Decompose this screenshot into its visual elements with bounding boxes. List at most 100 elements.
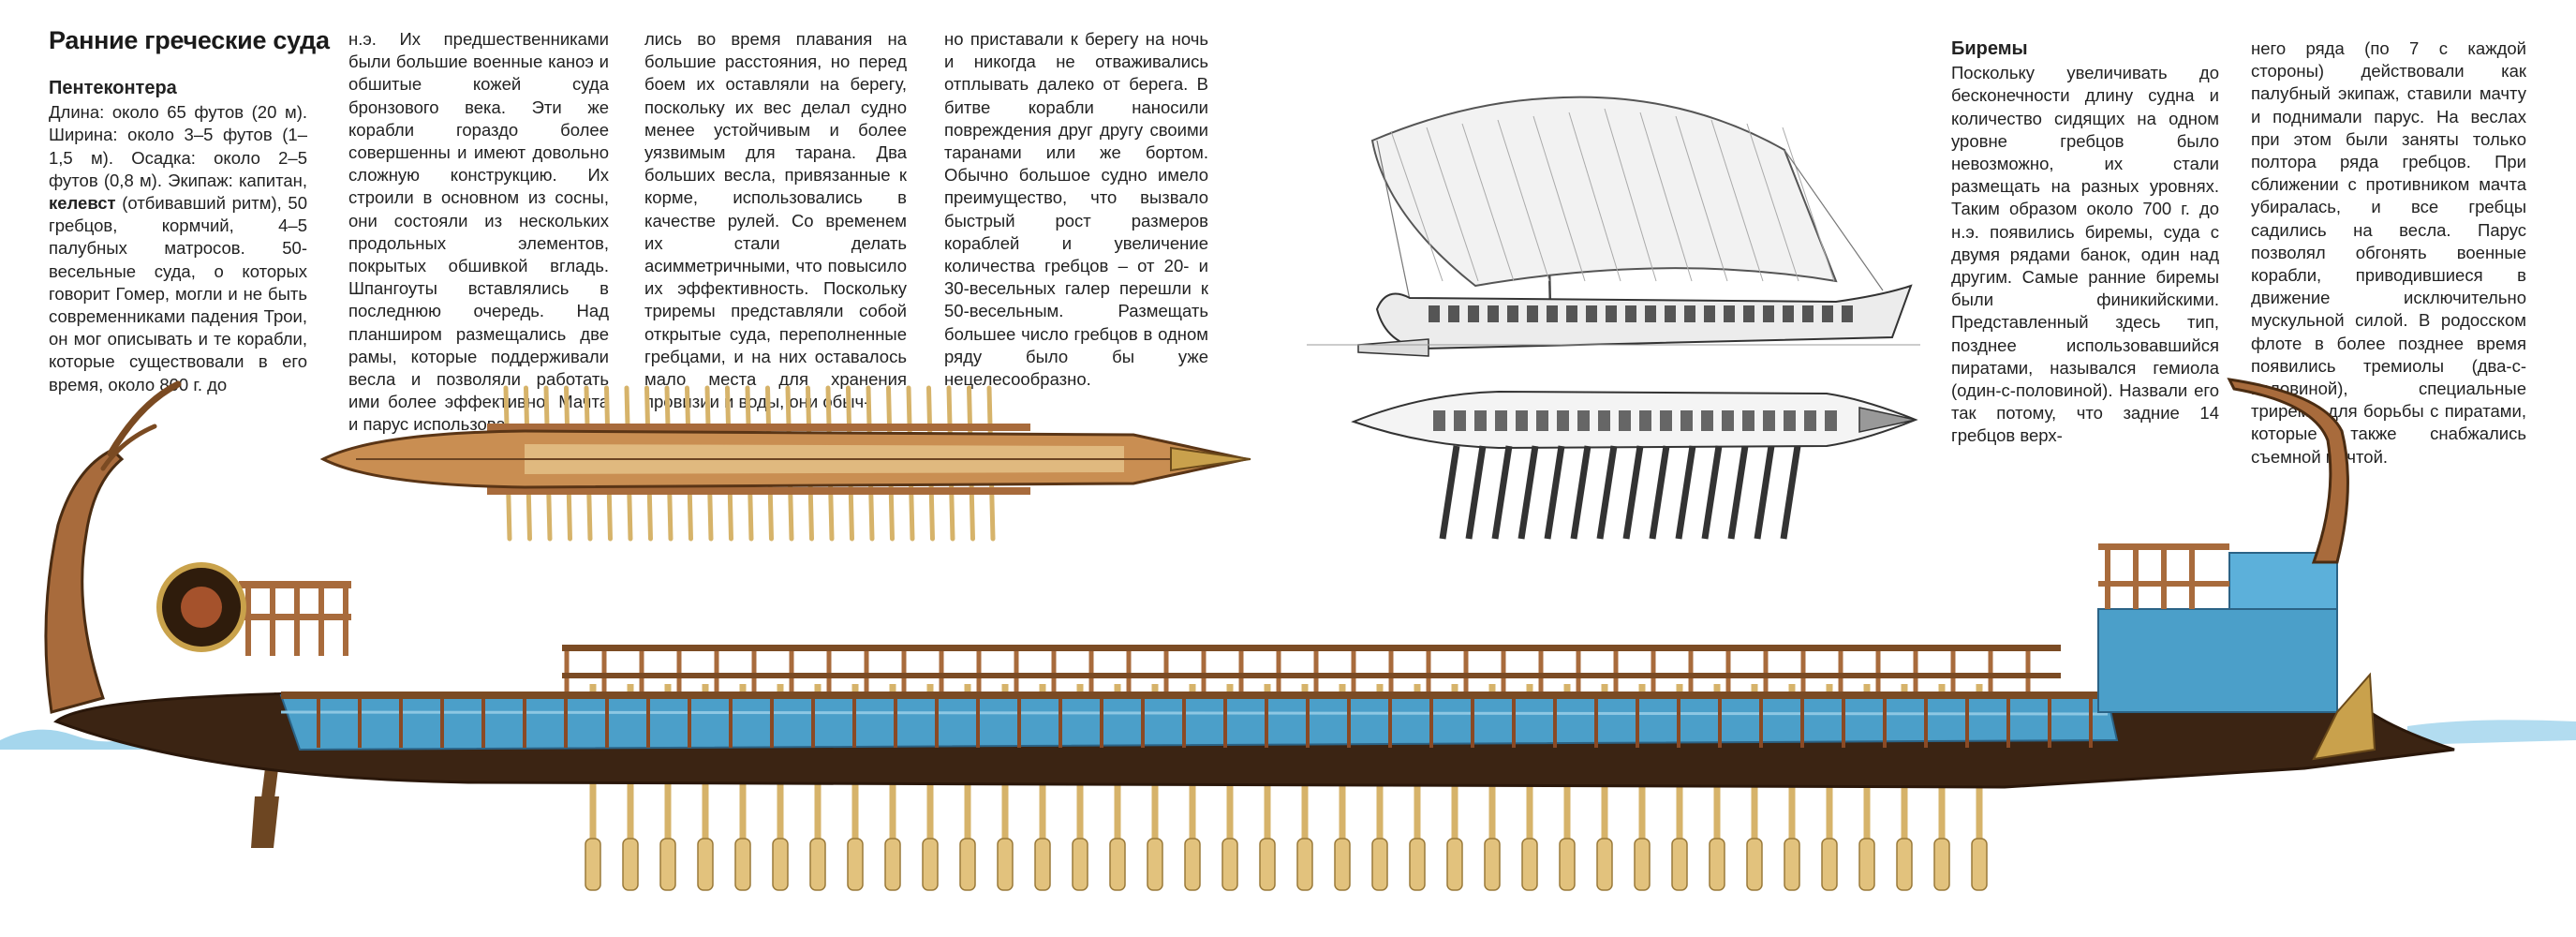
oar-blade — [1221, 838, 1238, 891]
section-heading-biremes: Биремы — [1951, 38, 2028, 59]
bireme-rower-figure — [1802, 305, 1814, 322]
oar-blade — [1596, 838, 1613, 891]
bireme-top-bench — [1784, 410, 1796, 431]
oar-blade — [1072, 838, 1088, 891]
stern-post — [44, 448, 125, 714]
bireme-top-bench — [1701, 410, 1713, 431]
oar-blade — [847, 838, 864, 891]
oar-blade — [772, 838, 789, 891]
bireme-sail-seam — [1675, 115, 1728, 282]
upper-rail — [562, 645, 2061, 651]
bireme-rower-figure — [1684, 305, 1695, 322]
oar-blade — [1971, 838, 1988, 891]
bireme-rigging — [1376, 140, 1411, 301]
bireme-ram — [1357, 338, 1429, 357]
oar-blade — [1184, 838, 1201, 891]
bireme-sail-seam — [1497, 119, 1550, 282]
bireme-top-oar — [1517, 445, 1539, 540]
bireme-rower-figure — [1645, 305, 1656, 322]
oar-blade — [922, 838, 939, 891]
middle-rail — [562, 673, 2061, 678]
oar-blade — [884, 838, 901, 891]
bireme-hull — [1375, 284, 1913, 350]
bireme-rower-figure — [1527, 305, 1538, 322]
bireme-rower-figure — [1606, 305, 1617, 322]
bireme-top-ram — [1858, 407, 1917, 433]
bireme-top-bench — [1660, 410, 1672, 431]
bireme-rower-figure — [1547, 305, 1558, 322]
bireme-rower-figure — [1665, 305, 1676, 322]
bireme-sail-seam — [1782, 126, 1835, 282]
top-view-rail — [487, 424, 1030, 431]
bireme-rower-figure — [1468, 305, 1479, 322]
bireme-top-bench — [1680, 410, 1693, 431]
forecastle — [2097, 608, 2338, 713]
oar-blade — [659, 838, 676, 891]
oar-blade — [1821, 838, 1838, 891]
bireme-sail-seam — [1390, 130, 1443, 282]
stern-rail-bar — [239, 614, 351, 620]
bireme-rower-figure — [1625, 305, 1636, 322]
bireme-top-bench — [1577, 410, 1590, 431]
shield-gorgon-face — [181, 587, 222, 628]
bireme-top-oar — [1649, 445, 1670, 540]
bireme-sail-seam — [1532, 115, 1586, 282]
bireme-top-oar — [1701, 445, 1723, 540]
bireme-side-sketch — [1307, 96, 1920, 357]
bireme-top-oar — [1780, 445, 1801, 540]
bow-stem-curve — [2227, 378, 2349, 564]
bireme-rower-figure — [1822, 305, 1833, 322]
oar-blade — [1371, 838, 1388, 891]
bireme-top-oar — [1544, 445, 1565, 540]
stern-ornament — [100, 424, 157, 471]
bireme-rower-figure — [1763, 305, 1774, 322]
bireme-rower-figure — [1783, 305, 1794, 322]
oar-blade — [809, 838, 826, 891]
oar-blade — [1709, 838, 1725, 891]
bireme-top-bench — [1722, 410, 1734, 431]
water-wave-left — [0, 729, 150, 750]
oar-blade — [1484, 838, 1501, 891]
bireme-top-oar — [1596, 445, 1618, 540]
bireme-top-bench — [1516, 410, 1528, 431]
oar-blade — [1746, 838, 1763, 891]
bireme-rower-figure — [1429, 305, 1440, 322]
bireme-top-bench — [1742, 410, 1754, 431]
bireme-sail — [1370, 96, 1838, 288]
paragraph-col3: лись во время плавания на большие рассто… — [644, 29, 907, 412]
text-column-3: лись во время плавания на большие рассто… — [644, 28, 907, 413]
bireme-top-bench — [1598, 410, 1610, 431]
oar-blade — [1671, 838, 1688, 891]
oar-blade — [1147, 838, 1163, 891]
pentecontera-side-view — [44, 378, 2455, 891]
oar-blade — [1034, 838, 1051, 891]
bireme-sail-seam — [1746, 123, 1799, 282]
steering-oar-blade — [251, 796, 279, 848]
oar-blade — [1259, 838, 1276, 891]
oar-blade — [1559, 838, 1576, 891]
bireme-rower-figure — [1743, 305, 1754, 322]
bireme-top-bench — [1825, 410, 1837, 431]
paragraph-biremes: Поскольку увеличивать до бесконечности д… — [1951, 63, 2219, 446]
bireme-rower-figure — [1507, 305, 1518, 322]
page-title: Ранние греческие суда — [49, 26, 330, 54]
oar-blade — [1409, 838, 1426, 891]
bireme-top-bench — [1763, 410, 1775, 431]
bireme-rigging — [1784, 149, 1884, 291]
bireme-sail-seam — [1639, 112, 1693, 282]
water-wave-right — [2407, 720, 2576, 745]
pentecontera-top-view — [319, 385, 1251, 542]
bireme-rower-figure — [1488, 305, 1499, 322]
oar-blade — [1933, 838, 1950, 891]
water-surface — [0, 720, 2576, 750]
bireme-top-bench — [1536, 410, 1548, 431]
bireme-sail-seam — [1568, 112, 1621, 282]
bireme-top-sketch — [1351, 390, 1918, 540]
bold-term: келевст — [49, 193, 116, 214]
bireme-top-oar — [1491, 445, 1513, 540]
text-column-1: Пентеконтера Длина: около 65 футов (20 м… — [49, 77, 307, 396]
bireme-top-oar — [1727, 445, 1749, 540]
text-column-5: Биремы Поскольку увеличивать до бесконеч… — [1951, 37, 2219, 448]
oar-blade — [1334, 838, 1351, 891]
